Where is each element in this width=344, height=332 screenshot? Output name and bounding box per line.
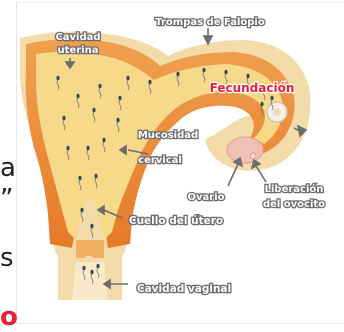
label-mucosidad-line1: Mucosidad <box>138 130 198 141</box>
label-cavidad-line2: uterina <box>58 45 99 56</box>
label-ovario: Ovario <box>188 192 225 203</box>
label-vaginal: Cavidad vaginal <box>137 283 231 295</box>
ovum-nucleus <box>273 108 281 116</box>
label-cuello: Cuello del útero <box>129 215 223 227</box>
label-trompas: Trompas de Falopio <box>155 17 265 28</box>
vaginal-inner <box>72 262 108 300</box>
ovary <box>227 137 263 163</box>
ovum-released <box>250 153 256 159</box>
label-liberacion-line1: Liberación <box>265 183 324 195</box>
label-fecundacion: Fecundación <box>210 81 295 95</box>
label-cavidad-line1: Cavidad <box>55 32 100 43</box>
label-liberacion-line2: del ovocito <box>263 199 325 210</box>
label-mucosidad-line2: cervical <box>138 155 182 166</box>
